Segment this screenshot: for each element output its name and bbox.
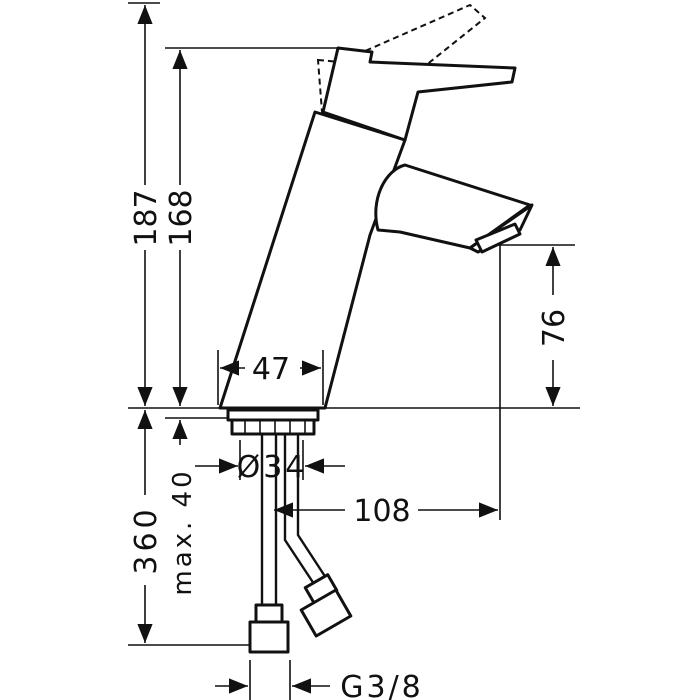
dimension-76: 76: [537, 247, 572, 406]
label-168: 168: [164, 189, 199, 246]
dimension-47: 47: [217, 350, 324, 405]
extension-lines: [128, 2, 580, 700]
faucet-body: [218, 3, 534, 410]
dimension-g38: G3/8: [215, 670, 424, 700]
label-187: 187: [129, 189, 164, 246]
label-max-40: max. 40: [168, 468, 198, 595]
label-76: 76: [537, 309, 572, 347]
dimension-360: 360: [129, 410, 164, 643]
dimension-187: 187: [129, 5, 164, 406]
label-47: 47: [252, 352, 290, 387]
dimension-108: 108: [274, 494, 498, 529]
label-108: 108: [353, 494, 410, 529]
label-360: 360: [129, 505, 164, 574]
dimension-max-40: max. 40: [168, 420, 198, 596]
dimension-diameter-34: Ø34: [195, 450, 345, 485]
supply-hoses: [248, 434, 353, 654]
label-g38: G3/8: [340, 670, 424, 700]
faucet-base-thread: [226, 408, 320, 436]
label-diameter-34: Ø34: [237, 450, 308, 485]
dimension-168: 168: [164, 50, 199, 406]
